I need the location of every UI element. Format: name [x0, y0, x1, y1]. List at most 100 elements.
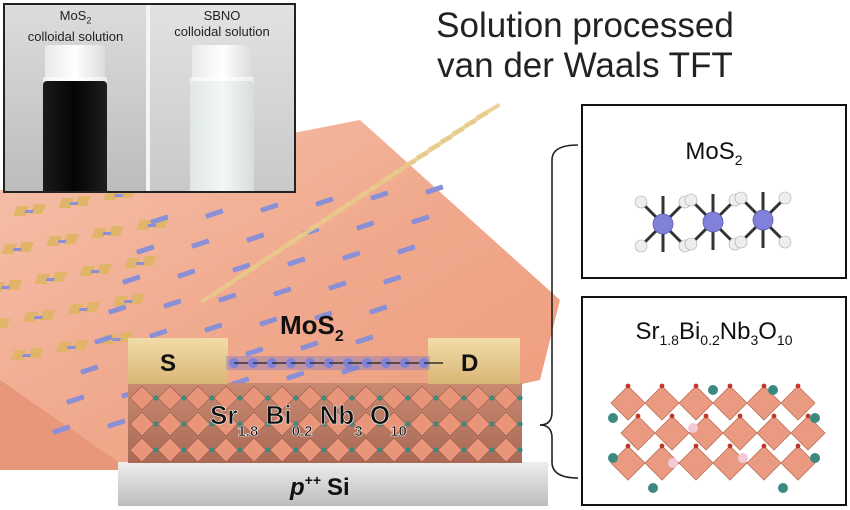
sr-atom [778, 483, 788, 493]
substrate-label: p++Si [289, 472, 350, 501]
atom [181, 447, 187, 453]
channel-dash [94, 334, 113, 345]
o-atom [771, 413, 777, 419]
title-line-2: van der Waals TFT [437, 46, 733, 85]
channel-dash [232, 262, 251, 273]
electrode-pad [63, 234, 79, 244]
octahedron [353, 385, 379, 411]
octahedron [465, 385, 491, 411]
channel-dash [383, 274, 402, 285]
sbno-structure-panel: Sr1.8Bi0.2Nb3O10 [581, 296, 847, 506]
brace-top [539, 144, 579, 426]
channel-dash [286, 370, 305, 381]
octahedron [213, 411, 239, 437]
si-substrate [118, 462, 548, 506]
octahedron [746, 445, 782, 481]
sbno-crystal-structure [608, 383, 826, 493]
channel-dash [273, 286, 292, 297]
octahedron [654, 415, 690, 451]
octahedron [465, 411, 491, 437]
electrode-pad [22, 312, 39, 322]
channel-strip [147, 224, 157, 227]
octahedron [465, 437, 491, 463]
photo-divider [146, 5, 150, 191]
octahedron [780, 445, 816, 481]
octahedron [644, 445, 680, 481]
channel-strip [24, 210, 34, 213]
atom [517, 447, 523, 453]
octahedron [610, 445, 646, 481]
sr-atom [608, 453, 618, 463]
octahedron [185, 385, 211, 411]
sr-atom [810, 413, 820, 423]
floating-flakes [199, 103, 501, 304]
atom [489, 421, 495, 427]
o-atom [693, 383, 699, 389]
s-atom [778, 191, 792, 205]
channel-strip [114, 194, 124, 197]
octahedron [185, 437, 211, 463]
brace-bottom [539, 424, 579, 479]
electrode-pad [51, 272, 68, 282]
channel-strip [78, 308, 88, 311]
o-atom [761, 443, 767, 449]
octahedron [712, 445, 748, 481]
octahedron [241, 385, 267, 411]
dielectric-octahedra [129, 385, 523, 463]
atom [377, 421, 383, 427]
atom [181, 395, 187, 401]
channel-strip [22, 354, 32, 357]
atom [405, 421, 411, 427]
channel-strip [12, 248, 22, 251]
electrode-pad [72, 340, 89, 350]
o-atom [635, 413, 641, 419]
channel-dash [314, 310, 333, 321]
octahedron [269, 385, 295, 411]
atom [181, 421, 187, 427]
o-atom [693, 443, 699, 449]
s-atom [734, 235, 748, 249]
channel-dash [52, 424, 71, 435]
atom [237, 421, 243, 427]
figure-title: Solution processed van der Waals TFT [395, 6, 775, 86]
sbno-vial-photo [150, 5, 294, 191]
octahedron [437, 385, 463, 411]
channel-strip [57, 240, 67, 243]
octahedron [381, 411, 407, 437]
wafer-sheet-shadow [0, 380, 130, 470]
o-atom [795, 443, 801, 449]
octahedron [437, 411, 463, 437]
sr-atom [648, 483, 658, 493]
octahedron [678, 385, 714, 421]
channel-dash [245, 346, 264, 357]
atom [349, 395, 355, 401]
channel-dash [204, 322, 223, 333]
channel-strip [69, 202, 79, 205]
octahedron [353, 411, 379, 437]
channel-dash [136, 244, 155, 255]
s-atom [684, 237, 698, 251]
mos2-structure-panel: MoS2 [581, 104, 847, 279]
octahedron [297, 437, 323, 463]
channel-dash [66, 394, 85, 405]
octahedron [381, 385, 407, 411]
channel-strip [111, 338, 121, 341]
o-atom [625, 383, 631, 389]
o-atom [659, 443, 665, 449]
electrode-pad [91, 228, 108, 238]
atom [265, 447, 271, 453]
octahedron [790, 415, 826, 451]
channel-strip [45, 278, 55, 281]
octahedron [780, 385, 816, 421]
floating-flake [476, 103, 501, 120]
octahedron [241, 411, 267, 437]
atom [433, 447, 439, 453]
channel-dash [80, 364, 99, 375]
electrode-pad [10, 350, 27, 360]
atom [153, 395, 159, 401]
channel-dash [328, 280, 347, 291]
atom [461, 421, 467, 427]
electrode-pad [46, 236, 63, 246]
channel-strip [90, 270, 100, 273]
